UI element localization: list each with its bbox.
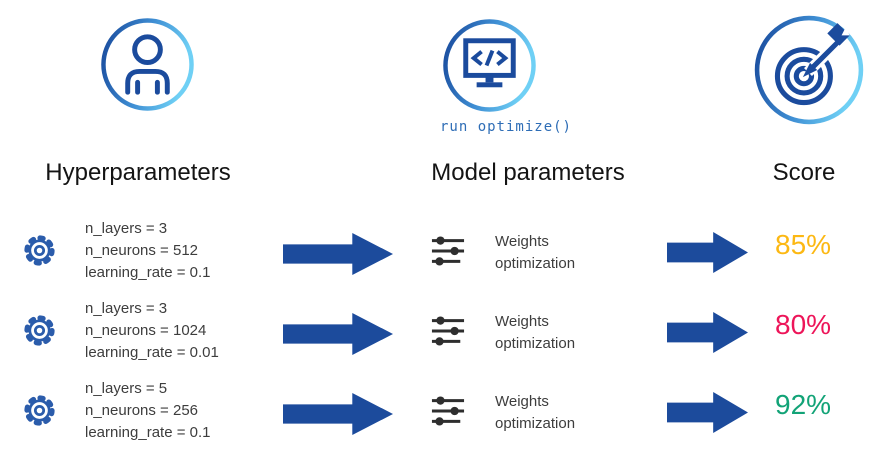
model-step-label: Weights optimization [495, 233, 576, 272]
gear-icon [24, 395, 55, 426]
person-icon [101, 18, 194, 111]
monitor-code-icon [443, 19, 536, 112]
column-title-model-parameters: Model parameters [431, 159, 625, 186]
sliders-icon [431, 316, 465, 346]
model-step-label: Weights optimization [495, 393, 576, 432]
experiment-row: n_layers = 3 n_neurons = 512 learning_ra… [0, 218, 881, 284]
target-dart-icon [754, 15, 864, 125]
hyperparameter-list: n_layers = 5 n_neurons = 256 learning_ra… [85, 378, 211, 444]
experiment-row: n_layers = 3 n_neurons = 1024 learning_r… [0, 298, 881, 364]
param-line: n_neurons = 256 [85, 402, 199, 419]
param-line: n_neurons = 1024 [85, 322, 207, 339]
experiment-row: n_layers = 5 n_neurons = 256 learning_ra… [0, 378, 881, 444]
gear-icon [24, 235, 55, 266]
model-step-label: Weights optimization [495, 313, 576, 352]
arrow-right-icon [283, 313, 393, 355]
arrow-right-icon [667, 392, 748, 433]
arrow-right-icon [283, 233, 393, 275]
column-title-score: Score [772, 159, 836, 186]
param-line: n_layers = 3 [85, 220, 168, 237]
arrow-right-icon [283, 393, 393, 435]
arrow-right-icon [667, 232, 748, 273]
param-line: learning_rate = 0.1 [85, 264, 211, 281]
gear-icon [24, 315, 55, 346]
param-line: n_neurons = 512 [85, 242, 199, 259]
param-line: learning_rate = 0.1 [85, 424, 211, 441]
score-value: 80% [775, 309, 832, 340]
sliders-icon [431, 236, 465, 266]
score-value: 85% [775, 229, 832, 260]
score-value: 92% [775, 389, 832, 420]
hyperparameter-list: n_layers = 3 n_neurons = 512 learning_ra… [85, 218, 211, 284]
run-optimize-caption: run optimize() [439, 119, 572, 135]
param-line: n_layers = 3 [85, 300, 168, 317]
hyperparameter-list: n_layers = 3 n_neurons = 1024 learning_r… [85, 298, 219, 364]
arrow-right-icon [667, 312, 748, 353]
param-line: n_layers = 5 [85, 380, 168, 397]
sliders-icon [431, 396, 465, 426]
column-title-hyperparameters: Hyperparameters [45, 159, 231, 186]
param-line: learning_rate = 0.01 [85, 344, 219, 361]
